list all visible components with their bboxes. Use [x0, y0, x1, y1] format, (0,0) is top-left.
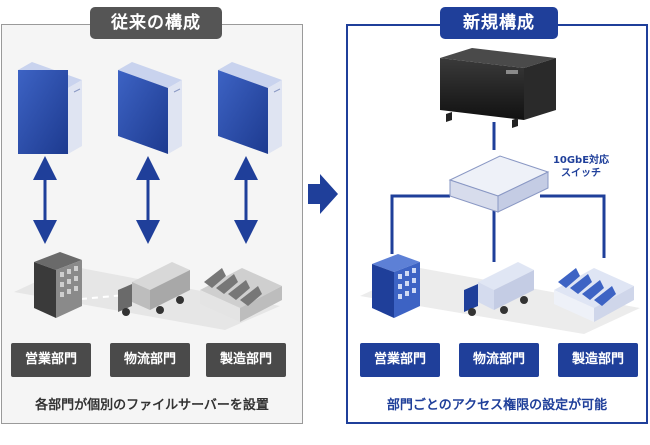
switch-label-line1: 10GbE対応 [552, 155, 610, 166]
switch-label: 10GbE対応 スイッチ [548, 154, 614, 180]
new-config-title: 新規構成 [440, 7, 558, 39]
nas-device-icon [440, 48, 556, 128]
server-icon-manufacturing [218, 62, 282, 154]
dept-label-manufacturing-old: 製造部門 [206, 343, 286, 377]
factory-icon-new [554, 268, 634, 322]
truck-icon-old [118, 262, 190, 316]
new-config-caption: 部門ごとのアクセス権限の設定が可能 [386, 398, 608, 413]
transition-arrow-icon [308, 174, 338, 214]
dept-label-sales-new: 営業部門 [360, 343, 440, 377]
legacy-config-title: 従来の構成 [90, 7, 222, 39]
switch-label-line2: スイッチ [561, 168, 601, 179]
dept-label-sales-old: 営業部門 [11, 343, 91, 377]
server-icon-sales [18, 62, 82, 154]
dept-label-logistics-old: 物流部門 [110, 343, 190, 377]
dept-label-manufacturing-new: 製造部門 [558, 343, 638, 377]
office-building-icon-old [34, 252, 82, 318]
legacy-config-caption: 各部門が個別のファイルサーバーを設置 [35, 398, 269, 413]
factory-icon-old [200, 268, 282, 322]
truck-icon-new [464, 262, 534, 316]
server-icon-logistics [118, 62, 182, 154]
network-switch-icon [448, 155, 550, 213]
dept-label-logistics-new: 物流部門 [459, 343, 539, 377]
office-building-icon-new [372, 254, 420, 318]
network-links [390, 122, 606, 262]
